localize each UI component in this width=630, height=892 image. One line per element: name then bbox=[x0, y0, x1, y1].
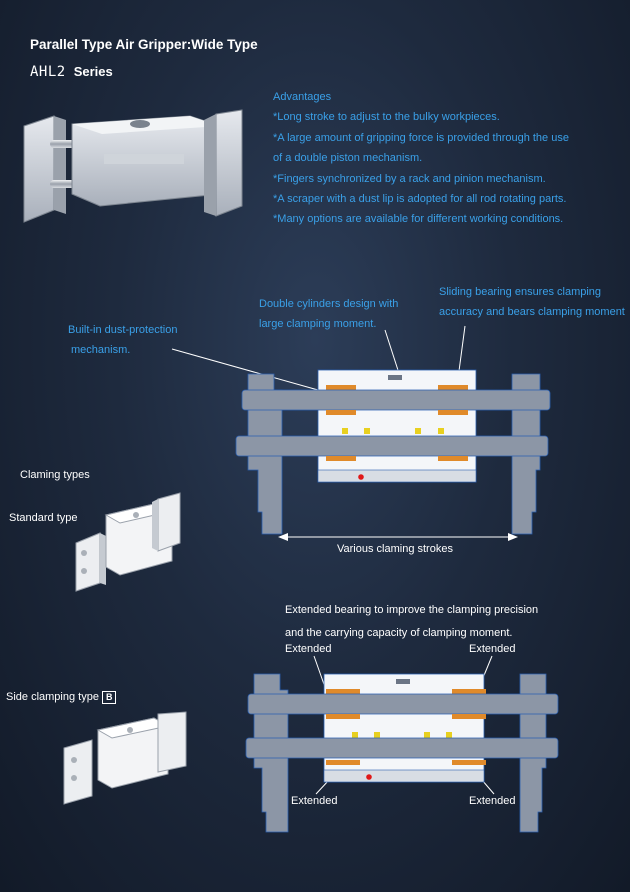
clamping-types-heading: Claming types bbox=[20, 469, 90, 481]
side-type-badge: B bbox=[101, 691, 117, 704]
callout-sliding-bearing: Sliding bearing ensures clamping accurac… bbox=[439, 282, 625, 322]
page-title: Parallel Type Air Gripper:Wide Type bbox=[30, 37, 258, 52]
stroke-label: Various claming strokes bbox=[337, 543, 453, 555]
callout-line: large clamping moment. bbox=[259, 318, 377, 330]
extended-caption: Extended bearing to improve the clamping… bbox=[285, 599, 538, 645]
cross-section-extended bbox=[245, 673, 559, 833]
advantage-item: *Fingers synchronized by a rack and pini… bbox=[273, 172, 546, 185]
advantages-block: Advantages *Long stroke to adjust to the… bbox=[273, 87, 569, 230]
callout-dust-protection: Built-in dust-protection mechanism. bbox=[68, 320, 177, 360]
label-extended-bottom-left: Extended bbox=[291, 795, 338, 807]
side-type-image bbox=[63, 711, 187, 805]
advantage-item: of a double piston mechanism. bbox=[273, 152, 423, 165]
callout-line: mechanism. bbox=[71, 344, 131, 356]
series-word: Series bbox=[73, 64, 113, 79]
standard-type-image bbox=[75, 492, 181, 592]
advantage-item: *A large amount of gripping force is pro… bbox=[273, 131, 569, 144]
advantage-item: *A scraper with a dust lip is adopted fo… bbox=[273, 193, 567, 206]
series-label: AHL2 Series bbox=[30, 63, 113, 81]
label-extended-top-left: Extended bbox=[285, 643, 332, 655]
label-extended-bottom-right: Extended bbox=[469, 795, 516, 807]
callout-double-cylinders: Double cylinders design with large clamp… bbox=[259, 294, 398, 334]
callout-line: Double cylinders design with bbox=[259, 298, 399, 310]
side-type-text: Side clamping type bbox=[6, 691, 99, 703]
series-code: AHL2 bbox=[30, 64, 66, 80]
callout-line: Sliding bearing ensures clamping bbox=[439, 286, 602, 298]
advantages-heading: Advantages bbox=[273, 91, 332, 103]
standard-type-label: Standard type bbox=[9, 512, 78, 524]
stroke-arrow bbox=[278, 533, 518, 541]
callout-line: Built-in dust-protection bbox=[68, 324, 178, 336]
advantage-item: *Long stroke to adjust to the bulky work… bbox=[273, 111, 500, 124]
label-extended-top-right: Extended bbox=[469, 643, 516, 655]
product-photo bbox=[23, 109, 243, 223]
callout-line: accuracy and bears clamping moment bbox=[439, 306, 625, 318]
advantage-item: *Many options are available for differen… bbox=[273, 213, 564, 226]
caption-line: Extended bearing to improve the clamping… bbox=[285, 604, 539, 616]
caption-line: and the carrying capacity of clamping mo… bbox=[285, 627, 513, 639]
cross-section-standard bbox=[235, 369, 551, 535]
